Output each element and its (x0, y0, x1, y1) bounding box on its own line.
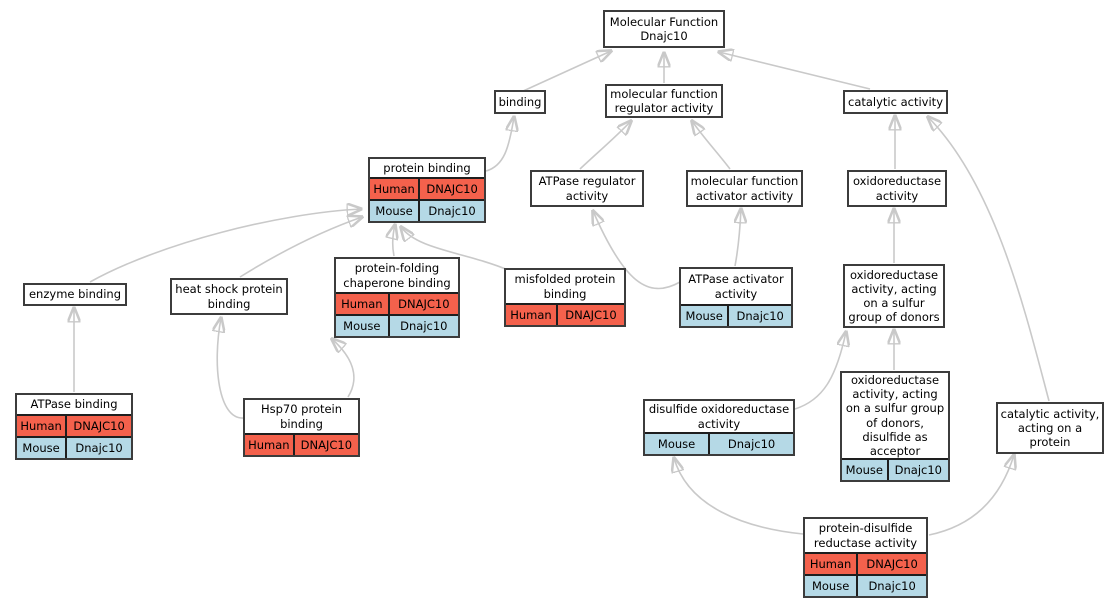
edge-binding-to-mf-root (520, 51, 611, 93)
species-cell: Mouse (842, 460, 889, 480)
node-label: protein binding (370, 159, 484, 177)
node-atpase-regulator-activity[interactable]: ATPase regulator activity (530, 170, 644, 207)
species-cell: Mouse (336, 316, 390, 336)
node-catalytic-activity-acting-on-protein[interactable]: catalytic activity, acting on a protein (996, 402, 1104, 454)
species-cell: Human (245, 435, 295, 455)
node-label: catalytic activity (848, 94, 943, 109)
gene-cell: DNAJC10 (426, 181, 478, 196)
node-label: oxidoreductase activity (852, 174, 942, 203)
species-cell: Mouse (681, 306, 730, 326)
mouse-annotation-row: Mouse Dnajc10 (336, 314, 458, 336)
human-annotation-row: Human DNAJC10 (805, 552, 926, 574)
human-annotation-row: Human DNAJC10 (370, 177, 484, 199)
edge-hsp70-to-pf-chaperone (332, 339, 355, 398)
node-disulfide-oxidoreductase-activity[interactable]: disulfide oxidoreductase activity Mouse … (643, 399, 795, 456)
node-label: oxidoreductase activity, acting on a sul… (842, 373, 948, 458)
species-cell: Human (336, 294, 390, 314)
edge-protein-disulfide-to-cat-protein (928, 455, 1014, 536)
gene-cell: DNAJC10 (866, 556, 918, 571)
species-cell: Mouse (370, 201, 421, 221)
node-atpase-activator-activity[interactable]: ATPase activator activity Mouse Dnajc10 (679, 267, 793, 328)
node-oxidoreductase-sulfur-donors[interactable]: oxidoreductase activity, acting on a sul… (843, 264, 945, 328)
node-enzyme-binding[interactable]: enzyme binding (23, 283, 127, 306)
gene-cell: Dnajc10 (868, 578, 916, 593)
edge-atpase-activator-to-mf-activator (735, 209, 741, 267)
mouse-annotation-row: Mouse Dnajc10 (370, 199, 484, 221)
mouse-annotation-row: Mouse Dnajc10 (17, 436, 131, 458)
gene-cell: Dnajc10 (400, 318, 448, 333)
node-label: enzyme binding (28, 287, 121, 302)
edge-enzyme-binding-to-protein-binding (89, 209, 361, 283)
species-cell: Mouse (805, 576, 859, 596)
node-catalytic-activity[interactable]: catalytic activity (843, 90, 948, 114)
node-oxidoreductase-activity[interactable]: oxidoreductase activity (847, 170, 947, 207)
node-label: heat shock protein binding (175, 282, 283, 311)
node-label: binding (498, 94, 542, 109)
node-label: ATPase activator activity (681, 269, 791, 304)
edge-catalytic-to-mf-root (719, 52, 871, 90)
node-label: molecular function activator activity (690, 174, 799, 203)
mouse-annotation-row: Mouse Dnajc10 (805, 574, 926, 596)
human-annotation-row: Human DNAJC10 (336, 292, 458, 314)
edge-pf-chaperone-to-protein-binding (393, 225, 395, 257)
edge-atpase-regulator-to-mf-regulator (579, 121, 631, 170)
node-molecular-function-dnajc10[interactable]: Molecular Function Dnajc10 (603, 10, 725, 48)
node-heat-shock-protein-binding[interactable]: heat shock protein binding (170, 278, 288, 315)
node-label: molecular function regulator activity (610, 86, 718, 115)
node-label: protein-disulfide reductase activity (805, 519, 926, 552)
gene-cell: Dnajc10 (736, 308, 784, 323)
node-atpase-binding[interactable]: ATPase binding Human DNAJC10 Mouse Dnajc… (15, 393, 133, 460)
node-molecular-function-regulator-activity[interactable]: molecular function regulator activity (605, 84, 723, 118)
mouse-annotation-row: Mouse Dnajc10 (842, 458, 948, 480)
gene-cell: Dnajc10 (75, 440, 123, 455)
node-hsp70-protein-binding[interactable]: Hsp70 protein binding Human DNAJC10 (243, 398, 360, 457)
human-annotation-row: Human DNAJC10 (17, 414, 131, 436)
human-annotation-row: Human DNAJC10 (245, 433, 358, 455)
edge-disulfide-oxido-to-oxido-sulfur (794, 332, 846, 410)
edge-protein-disulfide-to-disulfide-oxido (674, 458, 804, 535)
mouse-annotation-row: Mouse Dnajc10 (681, 304, 791, 326)
node-label: Hsp70 protein binding (245, 400, 358, 433)
gene-cell: DNAJC10 (565, 307, 617, 322)
human-annotation-row: Human DNAJC10 (506, 303, 624, 325)
node-binding[interactable]: binding (494, 90, 546, 114)
node-label: disulfide oxidoreductase activity (645, 401, 793, 432)
species-cell: Mouse (645, 434, 711, 454)
edge-mf-activator-to-mf-regulator (692, 121, 731, 170)
node-protein-folding-chaperone-binding[interactable]: protein-folding chaperone binding Human … (334, 257, 460, 338)
gene-cell: DNAJC10 (398, 296, 450, 311)
node-protein-disulfide-reductase-activity[interactable]: protein-disulfide reductase activity Hum… (803, 517, 928, 598)
gene-cell: DNAJC10 (300, 437, 353, 452)
node-label: ATPase binding (17, 395, 131, 414)
edge-hsp70-to-heat-shock (217, 318, 244, 419)
edge-heat-shock-to-protein-binding (239, 217, 362, 278)
gene-cell: DNAJC10 (73, 418, 125, 433)
edge-misfolded-to-protein-binding (401, 227, 509, 271)
species-cell: Mouse (17, 438, 68, 458)
species-cell: Human (370, 179, 421, 199)
mouse-annotation-row: Mouse Dnajc10 (645, 432, 793, 454)
node-label: misfolded protein binding (506, 270, 624, 303)
node-misfolded-protein-binding[interactable]: misfolded protein binding Human DNAJC10 (504, 268, 626, 327)
gene-cell: Dnajc10 (894, 462, 942, 477)
node-label: ATPase regulator activity (538, 174, 636, 203)
species-cell: Human (17, 416, 68, 436)
edge-atpase-activator-to-atpase-regulator (593, 211, 681, 290)
node-molecular-function-activator-activity[interactable]: molecular function activator activity (686, 170, 803, 207)
edge-protein-binding-to-binding (485, 117, 514, 172)
species-cell: Human (506, 305, 558, 325)
node-label: protein-folding chaperone binding (336, 259, 458, 292)
node-label: oxidoreductase activity, acting on a sul… (848, 267, 940, 325)
node-label: catalytic activity, acting on a protein (1000, 406, 1100, 449)
node-oxidoreductase-disulfide-acceptor[interactable]: oxidoreductase activity, acting on a sul… (840, 371, 950, 482)
node-protein-binding[interactable]: protein binding Human DNAJC10 Mouse Dnaj… (368, 157, 486, 223)
species-cell: Human (805, 554, 859, 574)
gene-cell: Dnajc10 (727, 436, 776, 451)
gene-cell: Dnajc10 (428, 203, 476, 218)
node-label: Molecular Function Dnajc10 (609, 14, 719, 43)
edge-cat-protein-to-catalytic (928, 117, 1050, 402)
